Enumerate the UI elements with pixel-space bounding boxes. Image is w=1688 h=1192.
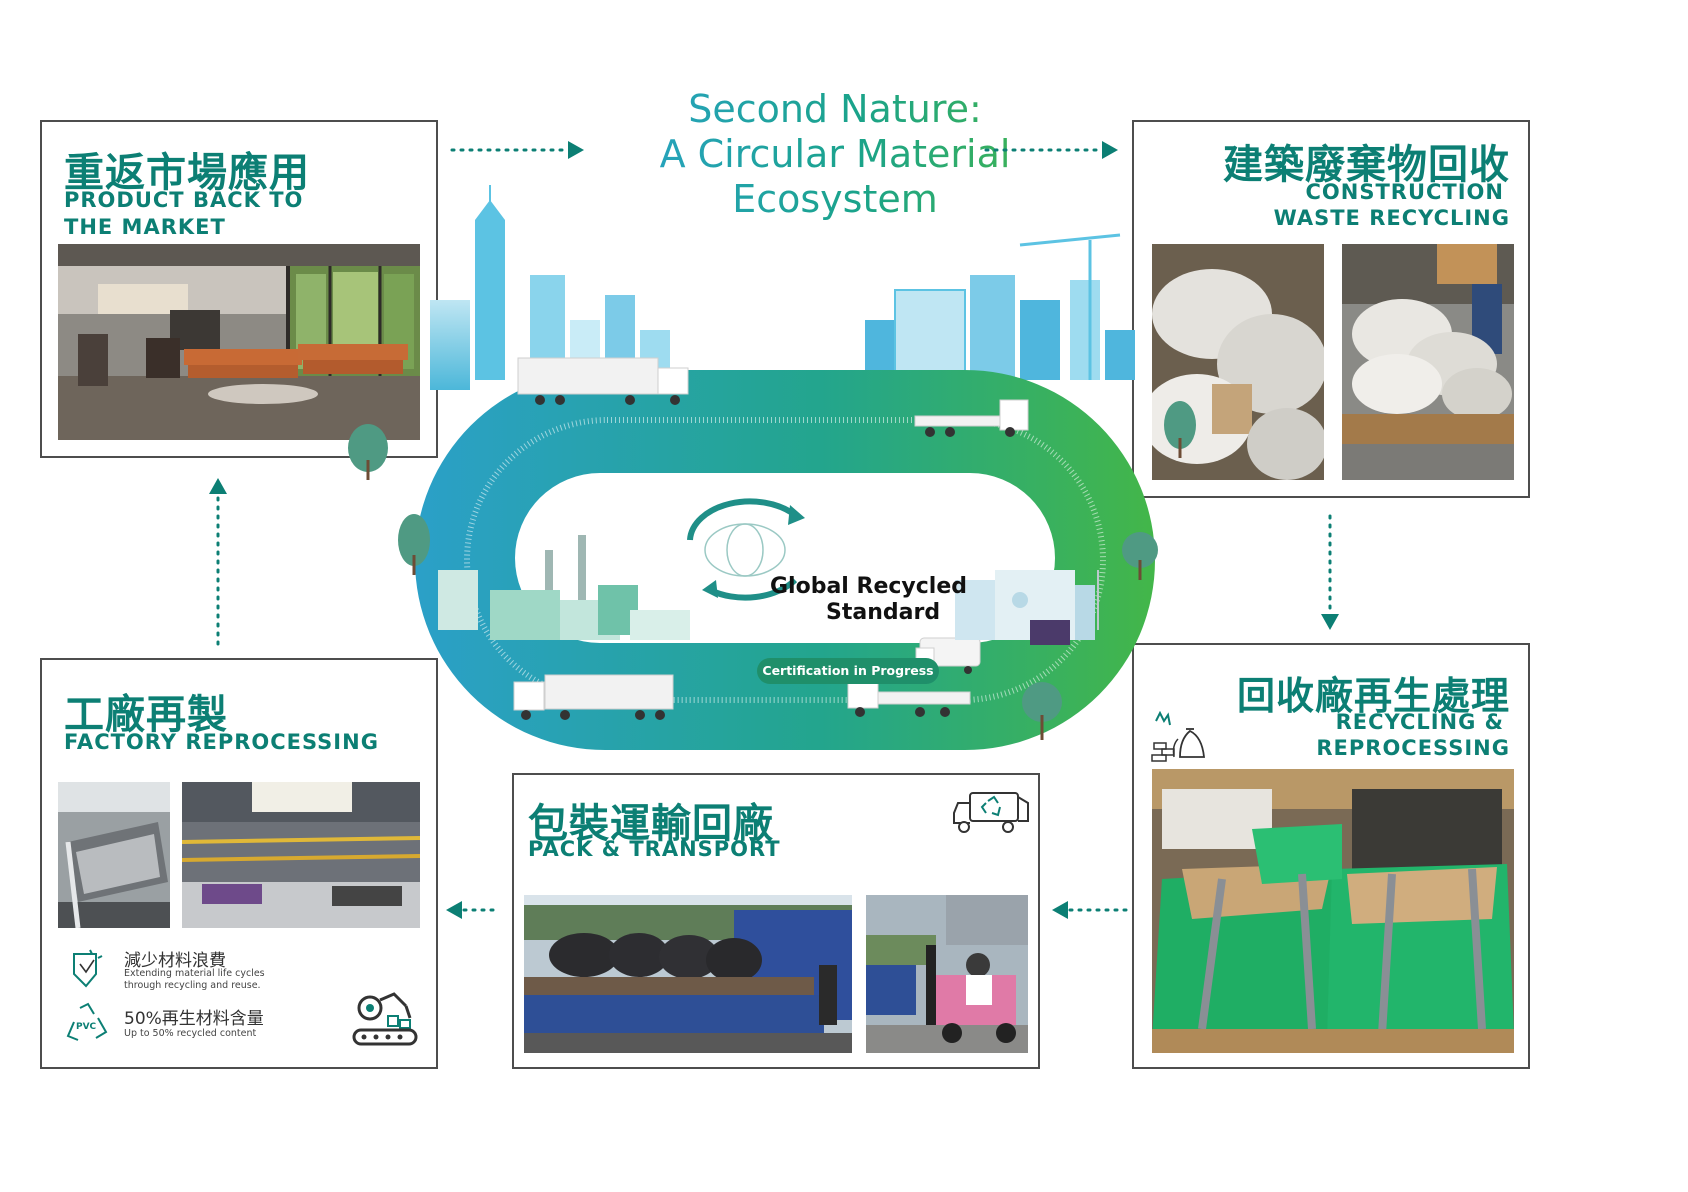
market-title-en-1: PRODUCT BACK TO — [64, 188, 304, 212]
tree-right-top — [1164, 401, 1196, 458]
pvc-recycle-icon: PVC — [66, 1002, 108, 1041]
forklift-photo — [866, 895, 1028, 1053]
recycling-truck-icon — [953, 792, 1029, 833]
factory-title-en: FACTORY REPROCESSING — [64, 730, 379, 754]
feature1-title: 減少材料浪費 — [124, 951, 226, 971]
transport-title-en: PACK & TRANSPORT — [528, 837, 781, 861]
factory-illustration-left — [438, 535, 690, 640]
recycling-title-en-2: REPROCESSING — [1316, 736, 1510, 760]
city-skyline-right — [865, 233, 1135, 381]
feature1-desc-2: through recycling and reuse. — [124, 980, 261, 991]
arrow-title-to-construction — [984, 141, 1118, 159]
city-skyline-left — [430, 185, 670, 390]
construction-title-en-1: CONSTRUCTION — [1305, 180, 1504, 204]
panel-recycling: 回收廠再生處理 RECYCLING & REPROCESSING — [1132, 643, 1530, 1069]
living-room-photo — [58, 244, 420, 440]
recycling-title-en-1: RECYCLING & — [1335, 710, 1504, 734]
factory-illustration-right — [955, 570, 1099, 645]
construction-title-en-2: WASTE RECYCLING — [1273, 206, 1510, 230]
arrow-factory-to-market — [209, 478, 227, 646]
truck-top-1 — [517, 357, 689, 405]
truck-bottom-1 — [513, 674, 674, 720]
loaded-truck-photo — [524, 895, 852, 1053]
arrow-transport-to-factory — [446, 901, 502, 919]
pvc-label: PVC — [76, 1022, 97, 1032]
machine-photo-1 — [58, 782, 170, 928]
construction-title-zh: 建築廢棄物回收 — [1223, 142, 1510, 188]
truck-top-2 — [914, 399, 1029, 437]
tree-right-bottom — [1022, 682, 1062, 740]
feature2-title: 50%再生材料含量 — [124, 1009, 264, 1029]
feature2-desc: Up to 50% recycled content — [124, 1028, 257, 1039]
tree-left-top — [348, 424, 388, 480]
diagram-title-line1: Second Nature: — [600, 85, 1070, 134]
panel-factory: 工廠再製 FACTORY REPROCESSING 減少材料浪費 — [40, 658, 438, 1069]
panel-market: 重返市場應用 PRODUCT BACK TO THE MARKET — [40, 120, 438, 458]
arrow-construction-to-recycling — [1321, 514, 1339, 630]
circular-loop-illustration — [348, 185, 1196, 750]
grs-title-line2: Standard — [826, 600, 941, 625]
arrow-recycling-to-transport — [1052, 901, 1128, 919]
market-title-zh: 重返市場應用 — [64, 150, 310, 196]
feature1-desc-1: Extending material life cycles — [124, 968, 265, 979]
grs-globe-icon — [687, 498, 805, 601]
tree-right-mid — [1122, 532, 1158, 580]
waste-bags-photo-2 — [1342, 244, 1514, 480]
panel-construction: 建築廢棄物回收 CONSTRUCTION WASTE RECYCLING — [1132, 120, 1530, 498]
big-bags-photo — [1152, 769, 1514, 1053]
reduce-waste-icon — [73, 949, 103, 988]
diagram-title-line2: A Circular Material — [600, 130, 1070, 179]
recycling-title-zh: 回收廠再生處理 — [1236, 674, 1510, 718]
certification-badge: Certification in Progress — [757, 658, 939, 684]
grs-title-line1: Global Recycled — [770, 574, 968, 599]
market-title-en-2: THE MARKET — [64, 215, 226, 239]
factory-title-zh: 工廠再製 — [64, 692, 228, 738]
transport-title-zh: 包裝運輸回廠 — [528, 801, 774, 847]
machine-photo-2 — [182, 782, 420, 928]
tree-left-mid — [398, 514, 430, 575]
recycling-waste-icon — [1151, 711, 1205, 762]
robot-arm-gear-icon — [352, 992, 418, 1046]
panel-transport: 包裝運輸回廠 PACK & TRANSPORT — [512, 773, 1040, 1069]
arrow-market-to-title — [450, 141, 584, 159]
diagram-title-line3: Ecosystem — [600, 175, 1070, 224]
waste-bags-photo-1 — [1152, 244, 1324, 480]
